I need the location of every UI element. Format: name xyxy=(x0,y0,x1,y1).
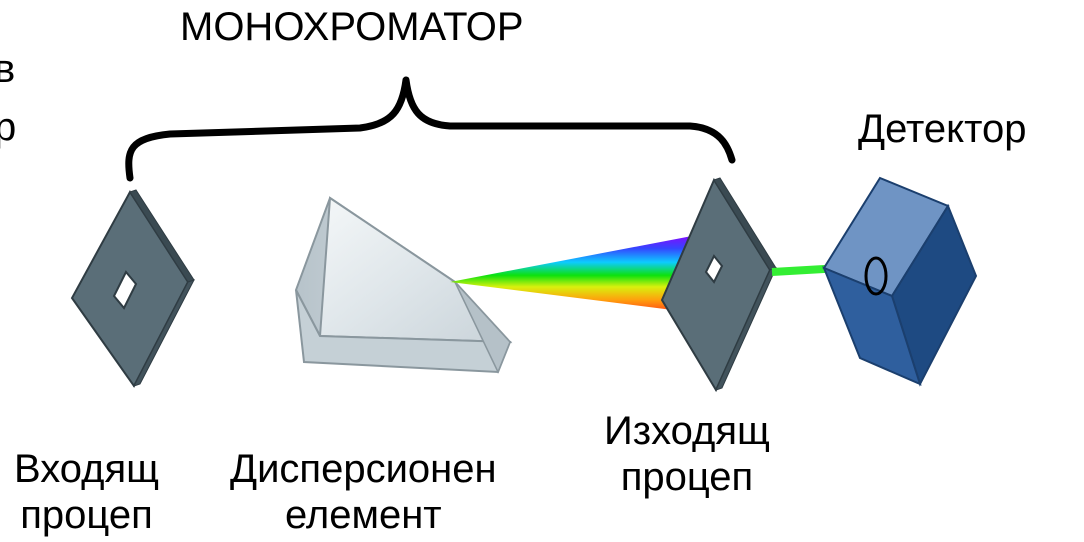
exit-slit-plate xyxy=(662,178,776,390)
exit-slit-label-line2: процеп xyxy=(604,454,770,500)
entrance-slit-label-line1: Входящ xyxy=(14,446,159,492)
dispersive-element-label-line2: елемент xyxy=(230,492,497,538)
cropped-left-text: в р xyxy=(0,40,16,156)
monochromator-brace xyxy=(129,80,732,178)
detector-block xyxy=(824,178,976,384)
monochromator-title: МОНОХРОМАТОР xyxy=(180,4,524,50)
dispersive-element-label-line1: Дисперсионен xyxy=(230,446,497,492)
entrance-slit-plate xyxy=(72,190,194,386)
exit-slit-label: Изходящ процеп xyxy=(604,408,770,500)
entrance-slit-label-line2: процеп xyxy=(14,492,159,538)
cropped-left-text-line2: р xyxy=(0,98,16,156)
cropped-left-text-line1: в xyxy=(0,40,16,98)
dispersive-element-label: Дисперсионен елемент xyxy=(230,446,497,538)
exit-slit-label-line1: Изходящ xyxy=(604,408,770,454)
detector-label: Детектор xyxy=(858,106,1026,152)
entrance-slit-label: Входящ процеп xyxy=(14,446,159,538)
